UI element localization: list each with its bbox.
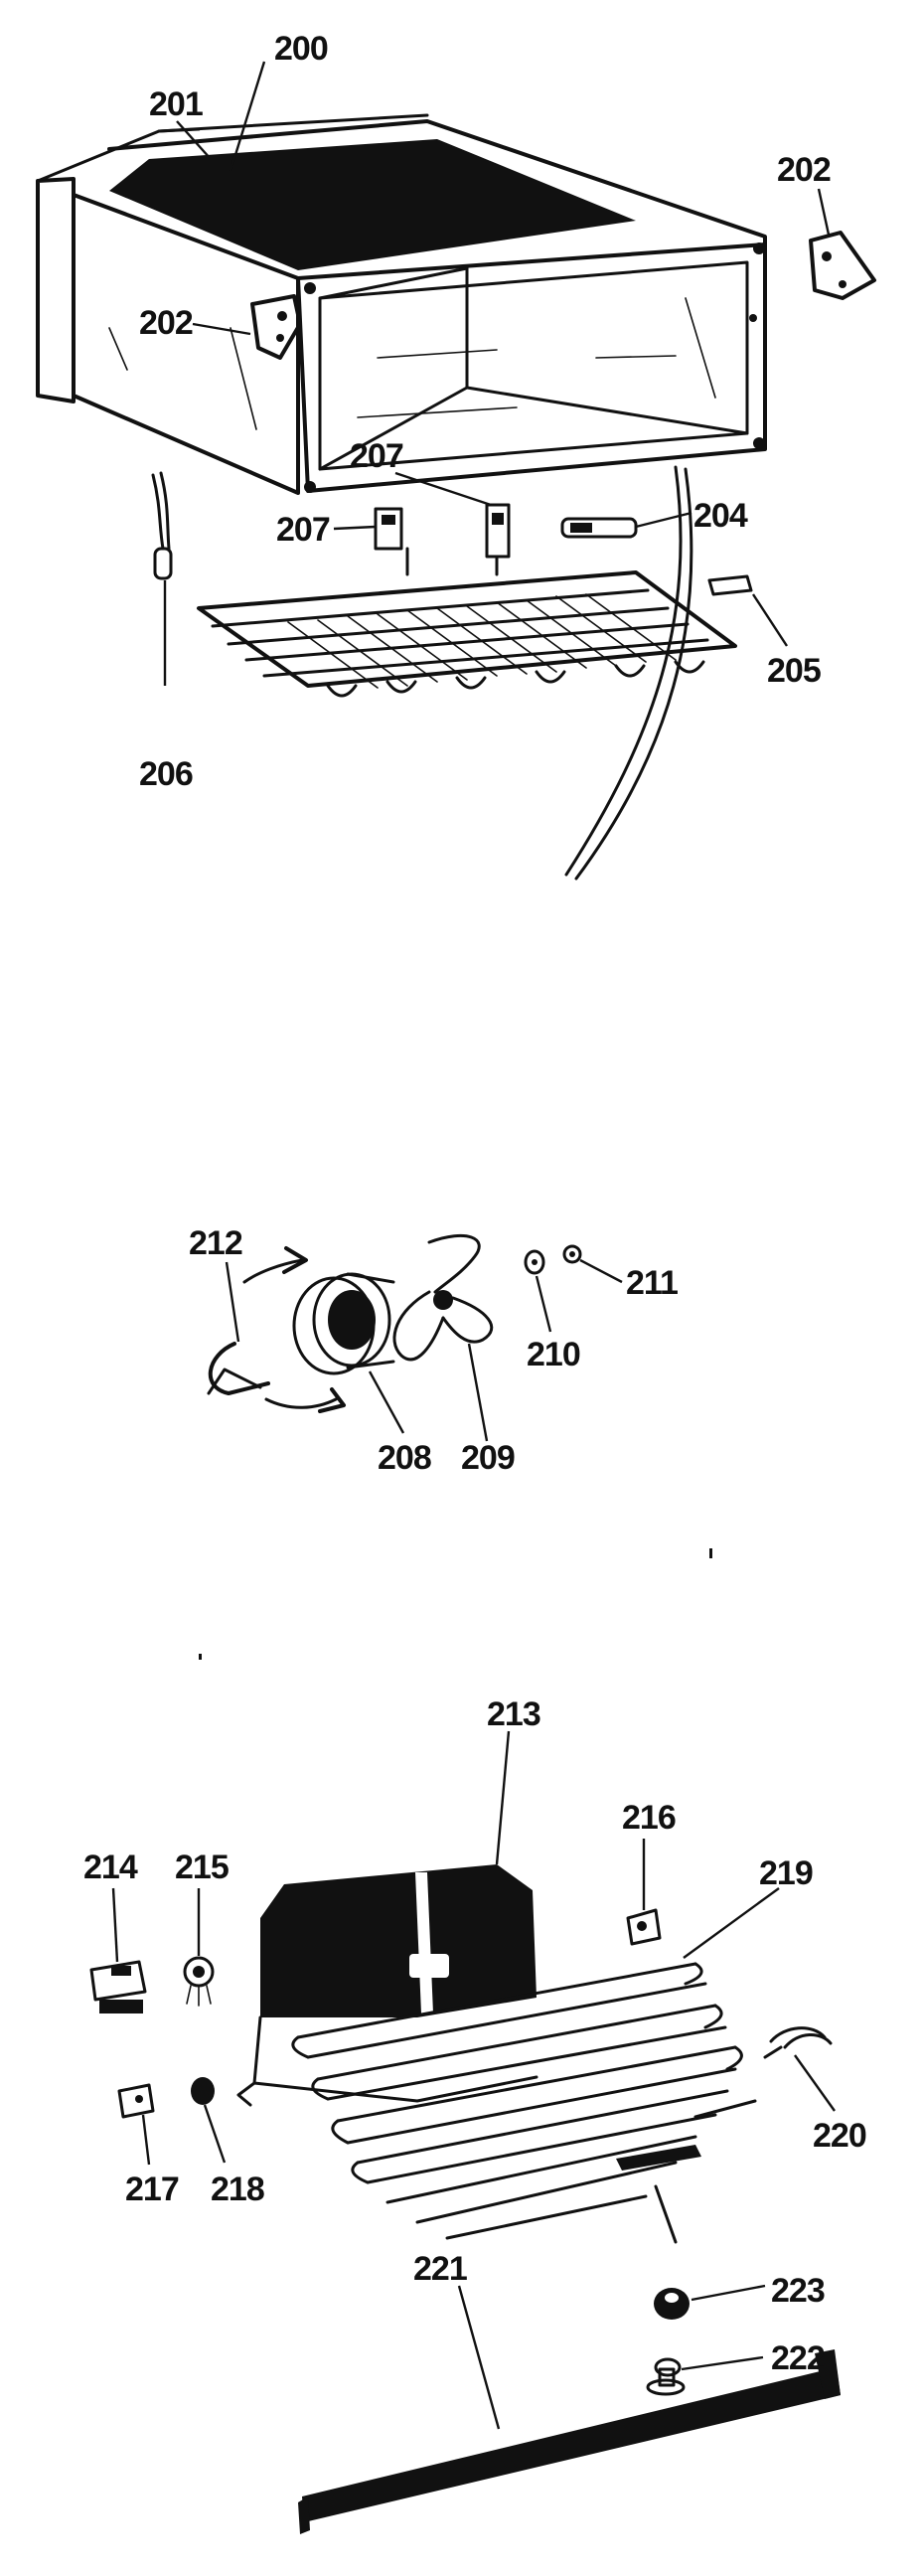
compressor-assembly <box>89 1730 841 2534</box>
label-part-207-lower: 207 <box>276 511 330 549</box>
fan-motor-assembly <box>207 1233 623 1442</box>
speck <box>199 1654 202 1660</box>
freezer-box-assembly <box>36 61 876 881</box>
label-part-214: 214 <box>83 1849 138 1886</box>
label-part-205: 205 <box>767 652 821 690</box>
label-part-210: 210 <box>527 1336 580 1373</box>
part-labels: 200 201 202 202 207 207 204 205 206 212 … <box>83 30 867 2377</box>
label-part-212: 212 <box>189 1224 242 1262</box>
label-part-217: 217 <box>125 2171 179 2208</box>
label-part-222: 222 <box>771 2339 825 2377</box>
label-part-200: 200 <box>274 30 328 68</box>
label-part-216: 216 <box>622 1799 676 1837</box>
label-part-215: 215 <box>175 1849 229 1886</box>
label-part-201: 201 <box>149 85 203 123</box>
label-part-206: 206 <box>139 755 193 793</box>
label-part-221: 221 <box>413 2250 467 2288</box>
label-part-208: 208 <box>378 1439 431 1477</box>
label-part-223: 223 <box>771 2272 825 2310</box>
label-part-207-upper: 207 <box>350 437 403 475</box>
label-part-218: 218 <box>211 2171 264 2208</box>
label-part-204: 204 <box>693 497 748 535</box>
label-part-220: 220 <box>813 2117 866 2155</box>
label-part-202-left: 202 <box>139 304 193 342</box>
label-part-211: 211 <box>626 1264 678 1302</box>
label-part-213: 213 <box>487 1695 540 1733</box>
label-part-209: 209 <box>461 1439 515 1477</box>
label-part-219: 219 <box>759 1854 813 1892</box>
speck <box>709 1548 712 1558</box>
label-part-202-right: 202 <box>777 151 831 189</box>
